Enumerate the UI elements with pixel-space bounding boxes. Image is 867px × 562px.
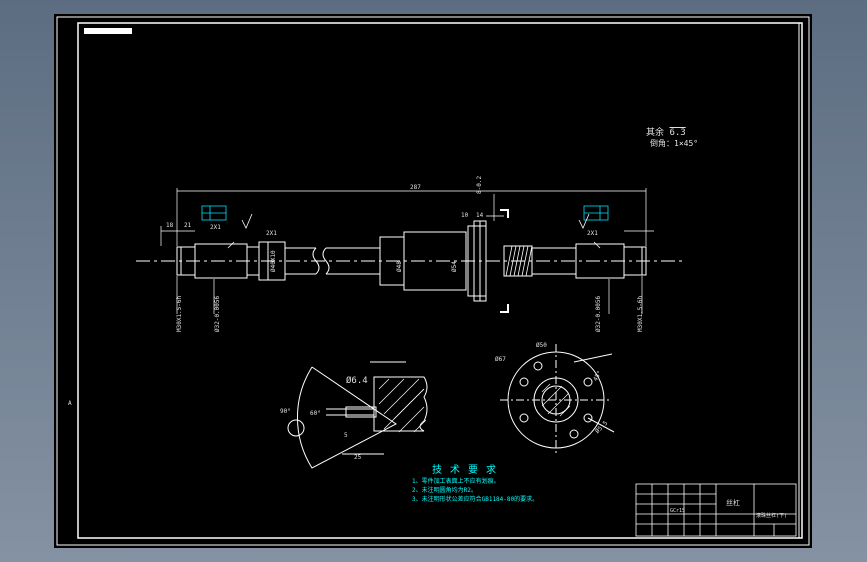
tolerance-frames [201, 205, 609, 221]
detail-a-angle: 90° [280, 408, 291, 415]
roughness-marks [227, 213, 601, 249]
dim-len-small-left2: 21 [184, 222, 192, 229]
detail-a-hatch [378, 378, 427, 433]
outer-frame [56, 16, 810, 546]
title-block-material: GCr15 [670, 508, 686, 514]
detail-b-outer-dia: Ø67 [495, 356, 506, 363]
cad-drawing [56, 16, 810, 546]
tech-req-item: 1、零件加工表面上不应有划痕。 [412, 478, 500, 485]
dim-thread-right: M30X1.5-6h [637, 295, 644, 332]
tech-req-item: 3、未注明形状公差应符合GB1184-80的要求。 [412, 496, 539, 503]
shaft-collar-left [258, 241, 286, 281]
tech-req-title: 技 术 要 求 [432, 465, 498, 476]
detail-a-hole [287, 419, 305, 437]
dim-flange-dia: Ø48 [396, 261, 403, 272]
dim-shaft-dia: Ø40X10 [270, 250, 277, 272]
corner-tab [84, 28, 132, 34]
detail-a-hole-label: Ø6.4 [346, 376, 368, 386]
dim-groove-mid: 2X1 [266, 230, 277, 237]
surface-note-line2: 倒角：1×45° [650, 139, 699, 148]
dim-tol-right: 8-0.2 [476, 175, 483, 194]
shaft-view [136, 209, 686, 313]
detail-a-pitch: 5 [344, 432, 348, 439]
surface-note-line1: 其余 6.3 [646, 128, 686, 138]
dim-groove-right: 2X1 [587, 230, 598, 237]
dim-len-flange: 10 [461, 212, 469, 219]
break-line [312, 247, 320, 275]
dimension-lines [160, 188, 654, 314]
thread-hatch [505, 245, 533, 277]
inner-frame [77, 22, 803, 539]
drawing-sheet: 其余 6.3 倒角：1×45° 287 18 21 2X1 2X1 2X1 10… [54, 14, 812, 548]
dim-len-small-left: 18 [166, 222, 174, 229]
title-block [635, 483, 797, 537]
dim-bearing-right: Ø32-0.0056 [595, 295, 602, 332]
title-block-part-name: 丝杠 [726, 499, 740, 507]
dim-thread-left: M30X1.5-6h [176, 295, 183, 332]
dim-len-flange2: 14 [476, 212, 484, 219]
detail-b-pcd: Ø50 [536, 342, 547, 349]
shaft-thread-right [623, 246, 647, 276]
dim-groove-left: 2X1 [210, 224, 221, 231]
hatched-block [373, 376, 428, 432]
dim-overall-length: 287 [410, 184, 421, 191]
title-block-drawing-no: 滚珠丝杠(下) [756, 513, 788, 519]
detail-a-angle2: 60° [310, 410, 321, 417]
detail-a [287, 361, 428, 469]
tech-req-item: 2、未注明圆角均为R2。 [412, 487, 477, 494]
dim-bearing-left: Ø32-0.0056 [214, 295, 221, 332]
roughness-value: 6.3 [669, 128, 686, 138]
detail-b-hatch [541, 383, 571, 417]
detail-a-depth: 25 [354, 454, 362, 461]
detail-b [500, 344, 615, 456]
dim-flange-dia2: Ø54 [451, 261, 458, 272]
shaft-main-section [403, 231, 467, 291]
sector-outline [296, 366, 397, 469]
margin-mark: A [68, 400, 72, 407]
